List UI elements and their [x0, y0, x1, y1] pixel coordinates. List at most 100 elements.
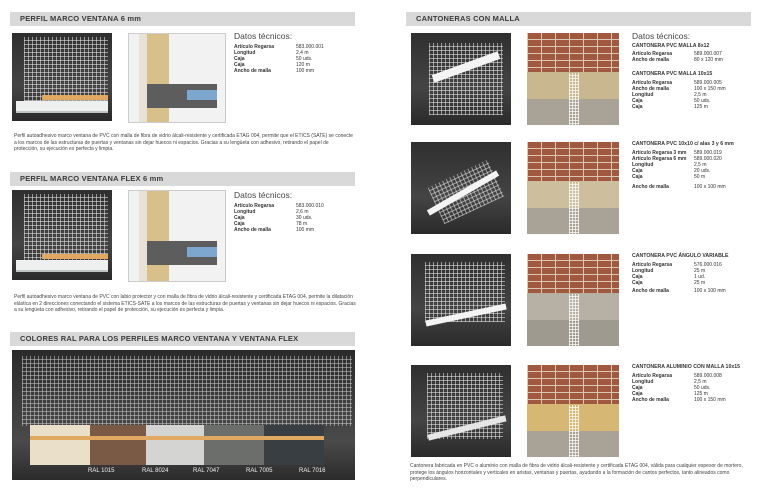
- product-name: CANTONERA ALUMINIO CON MALLA 10x15: [632, 364, 740, 370]
- product-photo-cantonera-4: [411, 365, 511, 457]
- profile-graphic: [16, 260, 108, 272]
- specs-cantonera-aluminio: CANTONERA ALUMINIO CON MALLA 10x15 Artíc…: [632, 364, 754, 409]
- section-header-perfil-marco-ventana-flex: PERFIL MARCO VENTANA FLEX 6 mm: [10, 172, 355, 186]
- ral-swatch-7016: [264, 425, 324, 465]
- section-header-perfil-marco-ventana: PERFIL MARCO VENTANA 6 mm: [10, 12, 355, 26]
- datos-tecnicos-title: Datos técnicos:: [234, 31, 293, 41]
- brick-graphic: [527, 254, 619, 293]
- ral-swatch-8024: [90, 425, 146, 465]
- description-perfil-marco-ventana-flex: Perfil autoadhesivo marco ventana de PVC…: [14, 294, 356, 314]
- installation-photo-cantonera-2: [527, 142, 619, 234]
- mesh-graphic: [569, 73, 579, 125]
- tape-graphic: [264, 436, 324, 440]
- mesh-graphic: [569, 294, 579, 346]
- brick-graphic: [527, 142, 619, 181]
- tape-graphic: [204, 436, 264, 440]
- mesh-graphic: [569, 405, 579, 457]
- product-name: CANTONERA PVC 10x10 c/ alas 3 y 6 mm: [632, 141, 734, 147]
- mesh-graphic: [569, 182, 579, 234]
- ral-label: RAL 8024: [142, 468, 169, 474]
- product-name: CANTONERA PVC ÁNGULO VARIABLE: [632, 253, 729, 259]
- profile-graphic: [16, 101, 108, 113]
- ral-label: RAL 7047: [193, 468, 220, 474]
- ral-swatch-7005: [204, 425, 264, 465]
- installation-photo-cantonera-4: [527, 365, 619, 457]
- plaster-graphic: [139, 34, 147, 122]
- mesh-graphic: [24, 194, 108, 264]
- installation-diagram-2: [128, 190, 226, 282]
- installation-diagram-1: [128, 33, 226, 123]
- description-cantoneras: Cantonera fabricada en PVC o aluminio co…: [410, 463, 743, 483]
- section-title: CANTONERAS CON MALLA: [416, 14, 520, 23]
- section-header-cantoneras: CANTONERAS CON MALLA: [406, 12, 751, 26]
- ral-swatch-1015: [30, 425, 90, 465]
- installation-photo-cantonera-1: [527, 33, 619, 125]
- insulation-graphic: [147, 191, 169, 281]
- specs-cantonera-angulo-variable: CANTONERA PVC ÁNGULO VARIABLE Artículo R…: [632, 253, 754, 298]
- ral-label: RAL 1015: [88, 468, 115, 474]
- section-header-colores-ral: COLORES RAL PARA LOS PERFILES MARCO VENT…: [10, 332, 355, 346]
- glass-graphic: [187, 90, 217, 100]
- brick-graphic: [527, 33, 619, 72]
- product-photo-perfil-marco-ventana: [12, 33, 112, 121]
- section-title: PERFIL MARCO VENTANA 6 mm: [20, 14, 142, 23]
- section-title: PERFIL MARCO VENTANA FLEX 6 mm: [20, 174, 164, 183]
- description-perfil-marco-ventana: Perfil autoadhesivo marco ventana de PVC…: [14, 133, 353, 153]
- mesh-graphic: [22, 356, 352, 426]
- product-photo-cantonera-2: [411, 142, 511, 234]
- glass-graphic: [187, 247, 217, 257]
- ral-colors-photo: RAL 1015 RAL 8024 RAL 7047 RAL 7005 RAL …: [12, 350, 355, 480]
- ral-label: RAL 7016: [299, 468, 326, 474]
- ral-label: RAL 7005: [246, 468, 273, 474]
- tape-graphic: [30, 436, 90, 440]
- tape-graphic: [42, 95, 108, 100]
- product-photo-perfil-marco-ventana-flex: [12, 190, 112, 280]
- insulation-graphic: [147, 34, 169, 122]
- specs-cantonera-10x10: CANTONERA PVC 10x10 c/ alas 3 y 6 mm Art…: [632, 141, 754, 196]
- product-photo-cantonera-1: [411, 33, 511, 125]
- tape-graphic: [146, 436, 204, 440]
- plaster-graphic: [139, 191, 147, 281]
- section-title: COLORES RAL PARA LOS PERFILES MARCO VENT…: [20, 334, 299, 343]
- tape-graphic: [90, 436, 146, 440]
- product-name: CANTONERA PVC MALLA 10x15: [632, 71, 713, 77]
- product-photo-cantonera-3: [411, 254, 511, 346]
- product-name: CANTONERA PVC MALLA 8x12: [632, 43, 710, 49]
- datos-tecnicos-title: Datos técnicos:: [632, 31, 691, 41]
- tape-graphic: [42, 254, 108, 259]
- ral-swatch-7047: [146, 425, 204, 465]
- specs-cantonera-8x12-10x15: CANTONERA PVC MALLA 8x12 Artículo Regars…: [632, 43, 754, 124]
- brick-graphic: [527, 365, 619, 404]
